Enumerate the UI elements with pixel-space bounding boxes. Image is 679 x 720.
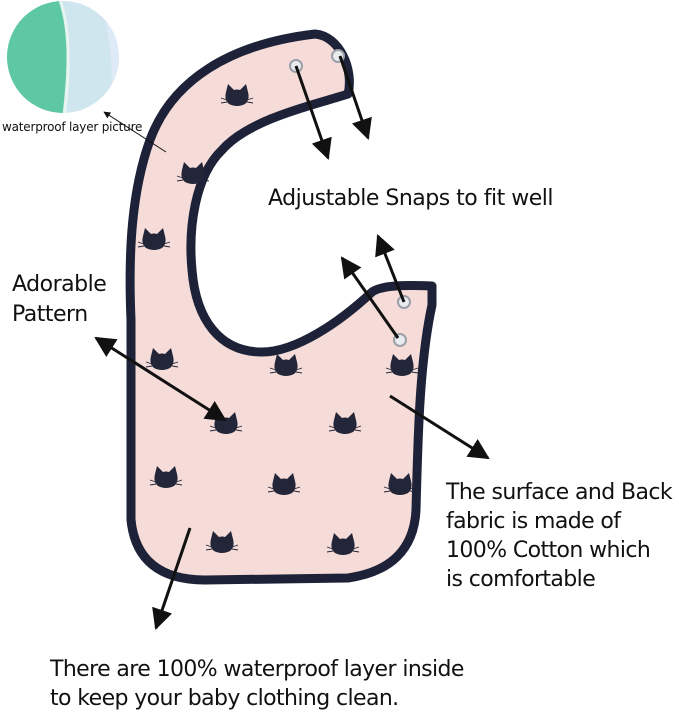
arrow-pattern [94, 336, 227, 422]
arrow-snap-1 [294, 65, 332, 160]
fabric-label-line: fabric is made of [446, 509, 621, 534]
bib-outline [125, 29, 437, 585]
pattern-label-line: Pattern [12, 302, 88, 327]
fabric-label-line: The surface and Back [446, 480, 673, 505]
arrow-snap-4 [340, 256, 400, 339]
fabric-label-line: 100% Cotton which [446, 538, 651, 563]
arrow-snap-2 [338, 55, 372, 140]
waterproof-inside-label: There are 100% waterproof layer inside t… [50, 655, 464, 713]
waterproof-picture-label: waterproof layer picture [2, 120, 143, 134]
waterproof-inside-line: There are 100% waterproof layer inside [50, 657, 464, 682]
bib [125, 29, 437, 585]
arrow-fabric [389, 394, 490, 460]
annotation-arrows [94, 55, 490, 630]
fabric-label-line: is comfortable [446, 567, 596, 592]
waterproof-layer-picture [7, 1, 119, 113]
pattern-label: Adorable Pattern [12, 270, 107, 330]
fabric-label: The surface and Back fabric is made of 1… [446, 478, 673, 594]
arrow-waterproof-inside [152, 527, 192, 630]
arrow-snap-3 [375, 234, 406, 303]
snaps-label: Adjustable Snaps to fit well [268, 186, 553, 211]
arrow-waterproof-pic [103, 111, 167, 153]
pattern-label-line: Adorable [12, 272, 107, 297]
waterproof-inside-line: to keep your baby clothing clean. [50, 686, 399, 711]
